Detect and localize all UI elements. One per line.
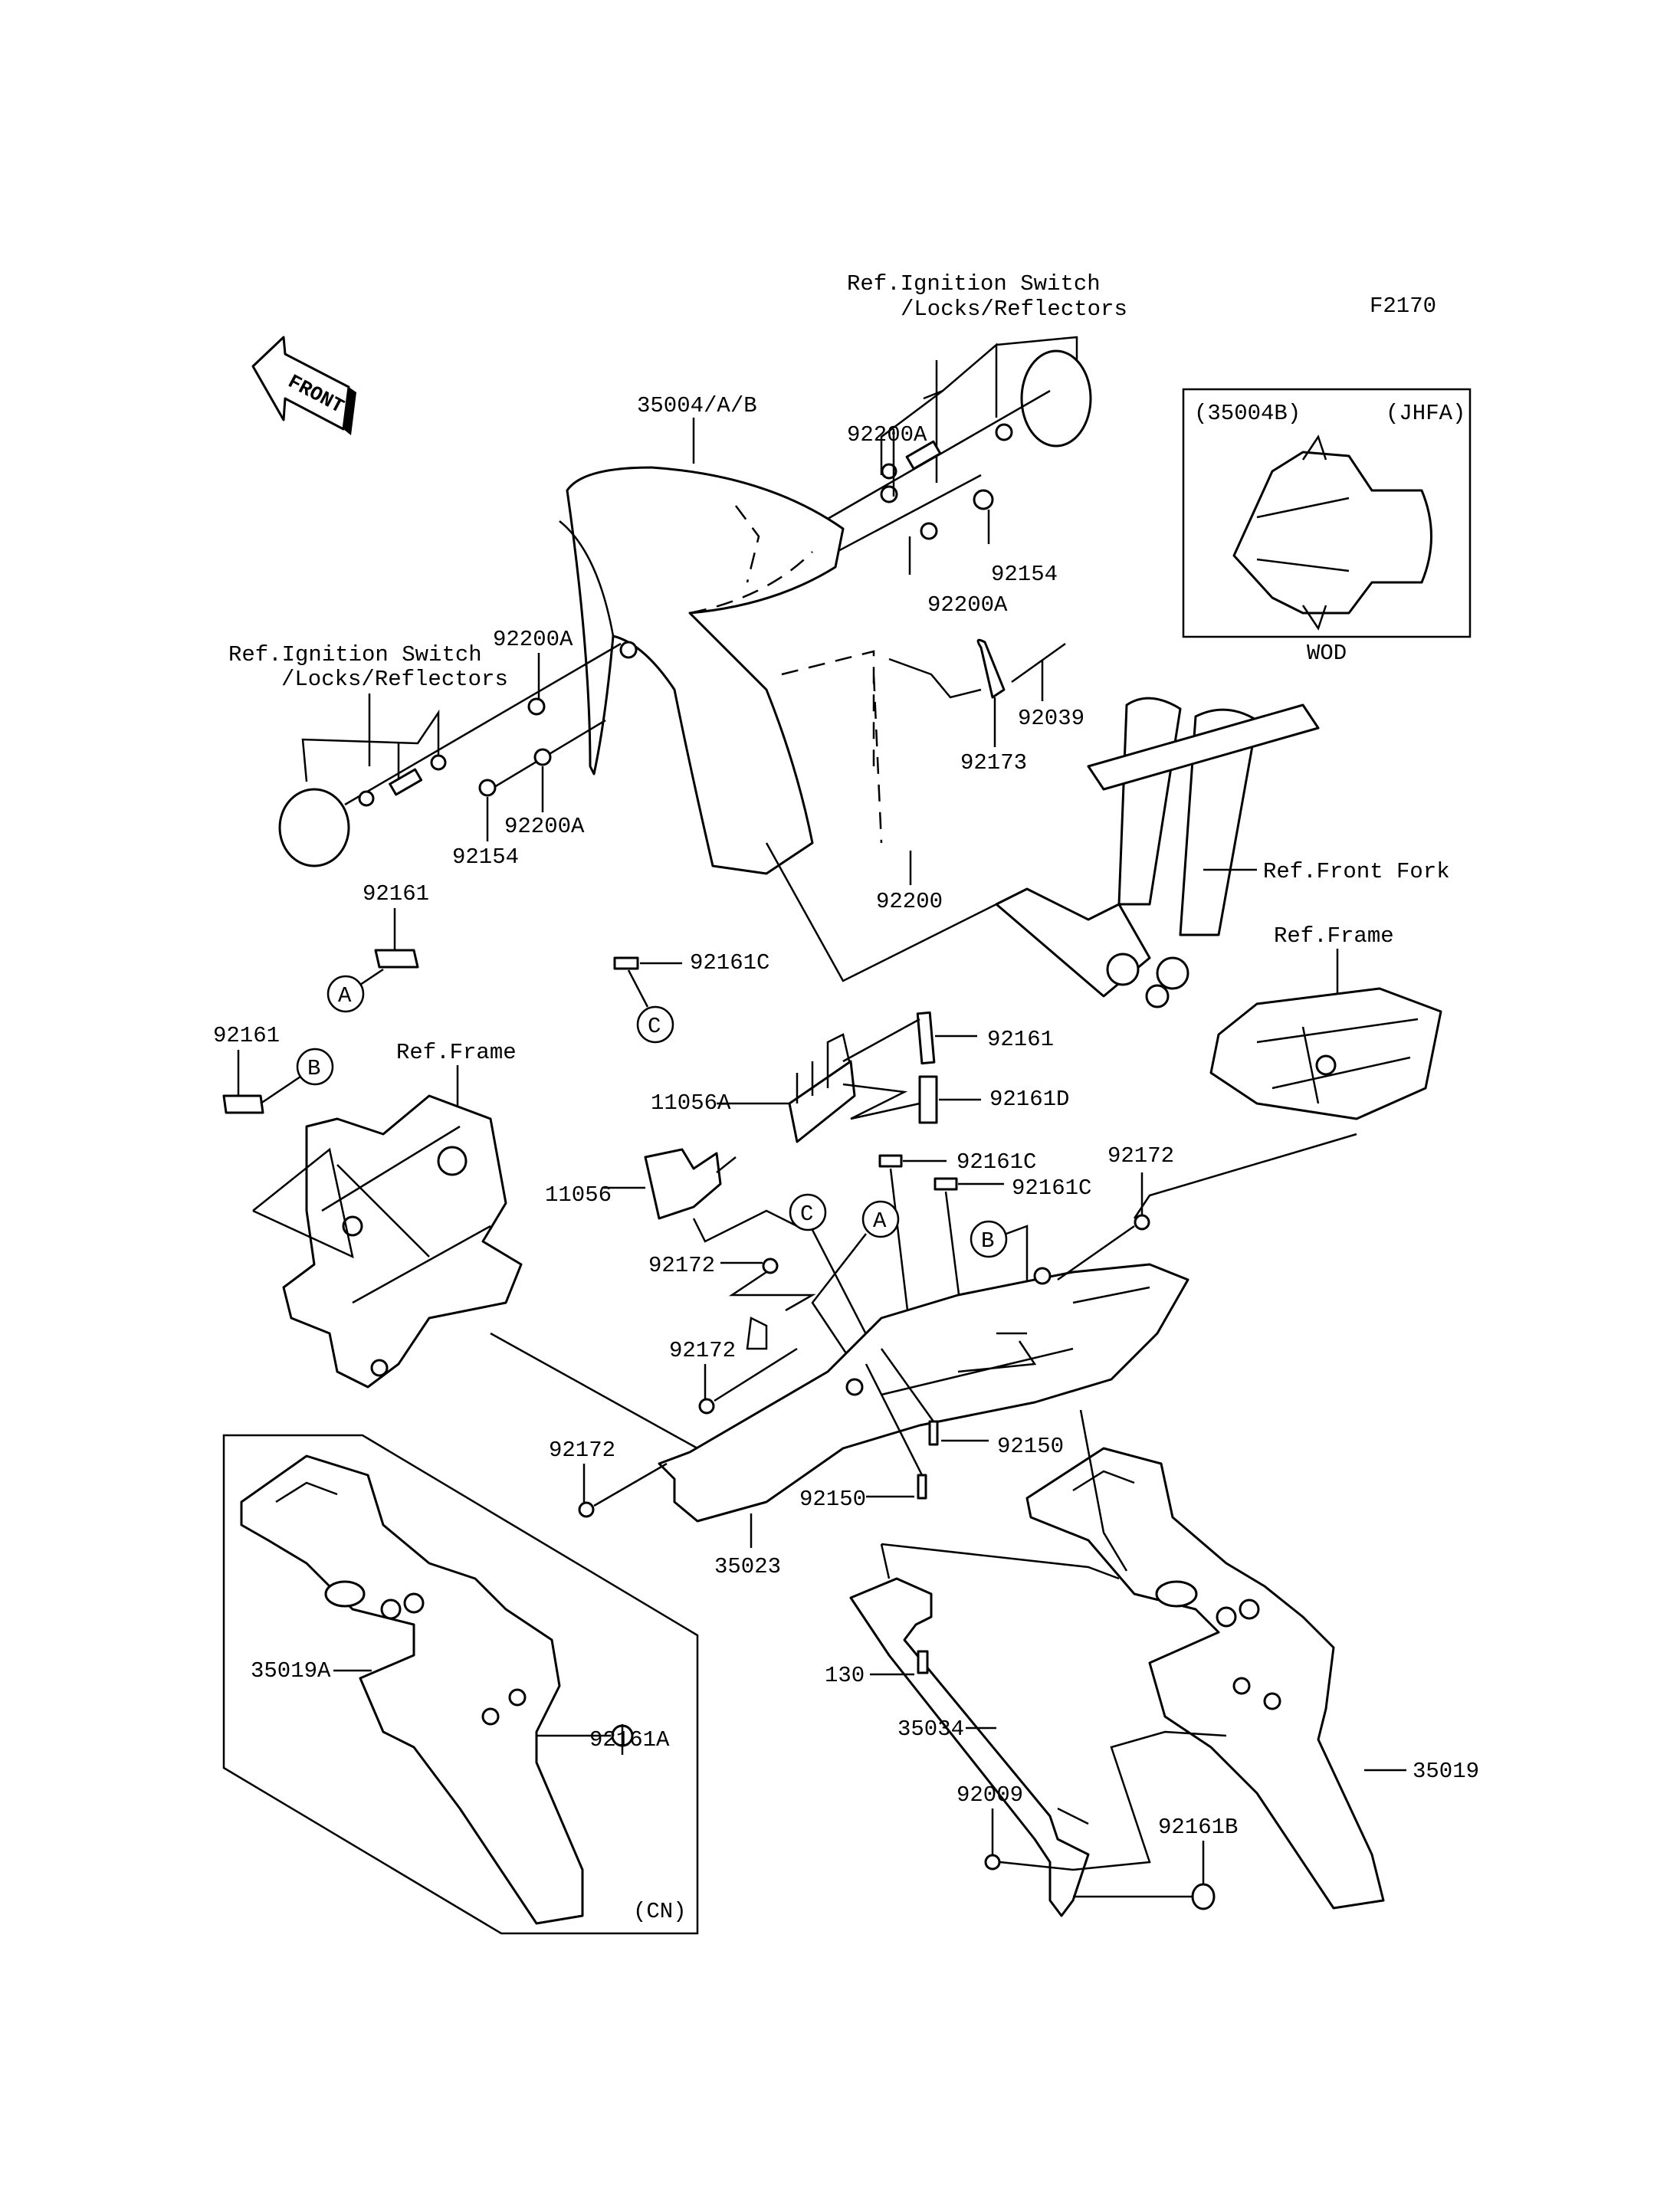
svg-text:C: C: [800, 1202, 813, 1227]
label-92161B: 92161B: [1158, 1815, 1238, 1840]
decal-92161: [916, 1011, 936, 1065]
decal-92161C: [613, 956, 639, 970]
label-92172: 92172: [1107, 1143, 1174, 1169]
label-92172: 92172: [669, 1338, 736, 1363]
label-35019: 35019: [1413, 1759, 1479, 1784]
ref-ignition-switch-left: Ref.Ignition Switch: [228, 642, 482, 667]
rear-fender-front: [658, 1263, 1189, 1523]
decal-92161C: [934, 1177, 958, 1191]
bolt-92150: [917, 1474, 927, 1500]
bolt-92009: [984, 1854, 1001, 1871]
label-92200A: 92200A: [927, 592, 1008, 618]
inset-part-number: (35004B): [1194, 401, 1301, 426]
label-92154: 92154: [452, 844, 519, 870]
inset-cn-market: (CN): [633, 1899, 687, 1924]
grommet-92161B: [1191, 1883, 1216, 1910]
label-92161C: 92161C: [1012, 1176, 1091, 1201]
label-11056: 11056: [545, 1182, 612, 1208]
label-11056A: 11056A: [651, 1090, 731, 1116]
label-92172: 92172: [648, 1253, 715, 1278]
label-92200A: 92200A: [847, 422, 927, 448]
svg-text:C: C: [648, 1014, 661, 1039]
relay-bracket-11056: [644, 1148, 737, 1220]
label-92161C: 92161C: [690, 950, 769, 976]
rear-frame-left: [282, 1094, 523, 1389]
decal-92161C: [878, 1154, 903, 1168]
label-92161: 92161: [213, 1023, 280, 1048]
bolt-92150: [928, 1420, 939, 1446]
callout-c: [789, 1193, 827, 1231]
label-92161: 92161: [363, 881, 429, 907]
callout-c: [636, 1005, 674, 1044]
reflector-assembly-left: [278, 641, 638, 867]
svg-text:A: A: [873, 1208, 887, 1234]
svg-text:A: A: [338, 983, 352, 1008]
diagram-code: F2170: [1370, 293, 1436, 319]
label-92200A: 92200A: [504, 814, 585, 839]
label-92150: 92150: [799, 1487, 866, 1512]
bolt-92172: [1134, 1214, 1150, 1231]
label-92154: 92154: [991, 562, 1058, 587]
svg-text:B: B: [307, 1056, 320, 1081]
label-130: 130: [825, 1663, 865, 1688]
stay-35034: [849, 1577, 1090, 1917]
label-92161A: 92161A: [589, 1727, 670, 1753]
label-35023: 35023: [714, 1554, 781, 1579]
cable-clamp: [888, 638, 1066, 747]
front-arrow-icon: FRONT: [251, 336, 356, 435]
label-35034: 35034: [897, 1717, 964, 1742]
callout-a: [861, 1200, 900, 1238]
decal-b: [222, 1094, 264, 1114]
decal-a: [374, 949, 419, 969]
callout-b: [296, 1048, 334, 1086]
label-92200: 92200: [876, 889, 943, 914]
ref-locks-reflectors-top: /Locks/Reflectors: [901, 297, 1127, 322]
label-92150: 92150: [997, 1434, 1064, 1459]
label-92009: 92009: [956, 1782, 1023, 1808]
inset-market: (JHFA): [1386, 401, 1465, 426]
rear-fender-35019: [1025, 1447, 1385, 1910]
ref-ignition-switch-top: Ref.Ignition Switch: [847, 271, 1101, 297]
label-92161C: 92161C: [956, 1149, 1036, 1175]
ref-front-fork: Ref.Front Fork: [1263, 859, 1450, 884]
pad-92161D: [918, 1075, 938, 1124]
inset-jhfa: (35004B) (JHFA) WOD: [1182, 388, 1472, 666]
bolt-92172: [578, 1501, 595, 1518]
inset-caption: WOD: [1307, 641, 1347, 666]
bolt-92172: [698, 1398, 715, 1415]
relay-bracket-11056A: [788, 1033, 856, 1143]
callout-a: [326, 975, 365, 1013]
label-35019A: 35019A: [251, 1658, 331, 1684]
bolt-92172: [762, 1258, 779, 1274]
svg-text:B: B: [981, 1228, 994, 1254]
label-92173: 92173: [960, 750, 1027, 776]
inset-cn: [222, 1434, 699, 1935]
label-92172: 92172: [549, 1438, 615, 1463]
label-92200A: 92200A: [493, 627, 573, 652]
ref-frame-right: Ref.Frame: [1274, 923, 1394, 949]
ref-frame-left: Ref.Frame: [396, 1040, 517, 1065]
front-fender: [559, 466, 883, 875]
front-fork: [995, 697, 1320, 1008]
bolt-130: [917, 1650, 929, 1674]
label-92161: 92161: [987, 1027, 1054, 1052]
label-92161D: 92161D: [989, 1087, 1069, 1112]
label-92039: 92039: [1018, 706, 1084, 731]
rear-frame-right: [1209, 987, 1442, 1120]
label-35004: 35004/A/B: [637, 393, 757, 418]
callout-b: [970, 1220, 1008, 1258]
ref-locks-reflectors-left: /Locks/Reflectors: [281, 667, 508, 692]
